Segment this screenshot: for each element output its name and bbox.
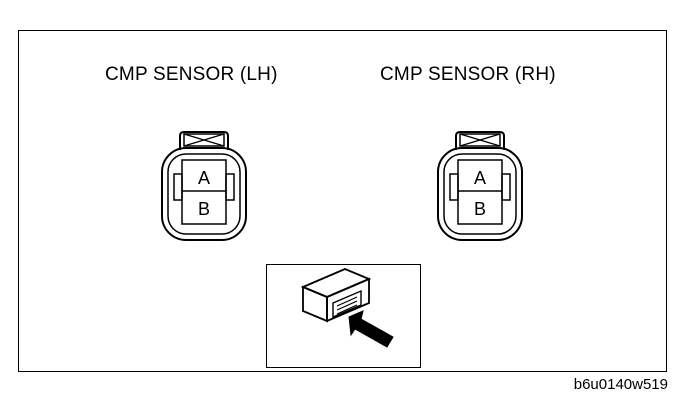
sensor-title-lh: CMP SENSOR (LH) bbox=[105, 64, 278, 85]
pin-label-lh-a: A bbox=[198, 168, 210, 188]
connector-view-arrow-icon bbox=[300, 268, 394, 348]
sensor-title-rh: CMP SENSOR (RH) bbox=[380, 64, 556, 85]
pin-label-rh-a: A bbox=[474, 168, 486, 188]
pin-label-lh-b: B bbox=[198, 199, 210, 219]
connector-face-rh: A B bbox=[437, 131, 523, 241]
viewing-direction-inset bbox=[266, 264, 421, 368]
connector-face-lh: A B bbox=[161, 131, 247, 241]
pin-label-rh-b: B bbox=[474, 199, 486, 219]
diagram-frame bbox=[18, 30, 667, 372]
reference-code: b6u0140w519 bbox=[573, 376, 668, 393]
